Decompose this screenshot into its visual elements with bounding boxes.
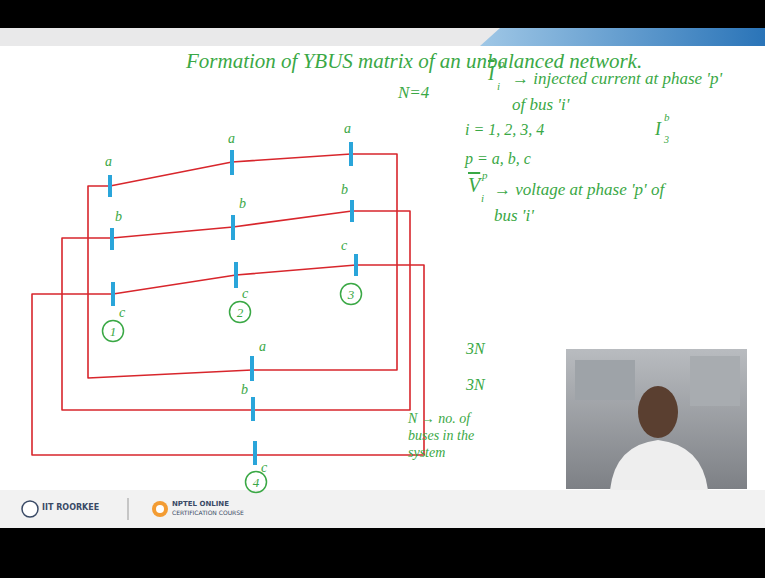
- phase-label: a: [104, 154, 113, 169]
- subscript: i: [497, 80, 500, 92]
- phase-label: c: [241, 286, 249, 301]
- circle-outline: [230, 302, 251, 323]
- bus-bar: [354, 254, 358, 276]
- bus-bar: [111, 282, 115, 306]
- lab-equipment: [690, 356, 740, 406]
- definition-note: → voltage at phase 'p' of bus 'i': [494, 177, 684, 229]
- phase-label: b: [238, 196, 247, 211]
- institute-name: IIT ROORKEE: [42, 504, 99, 513]
- circle-outline: [246, 472, 267, 493]
- bus-number: 3: [348, 288, 355, 301]
- bus-number: 1: [110, 325, 117, 338]
- nptel-logo: [152, 501, 168, 517]
- phase-label: b: [240, 382, 249, 397]
- bus-bar: [250, 356, 254, 381]
- bus-bar: [234, 262, 238, 288]
- phase-wires: [32, 154, 424, 455]
- index-range: i = 1, 2, 3, 4: [465, 121, 544, 139]
- nptel-logo: [156, 505, 164, 513]
- subscript: 3: [664, 134, 669, 145]
- dimension-note: 3N: [466, 340, 485, 358]
- symbol: I: [488, 62, 495, 84]
- phase-c-wire: [32, 265, 424, 455]
- definition-note: N → no. of buses in the system: [408, 410, 492, 461]
- phase-range: p = a, b, c: [465, 150, 531, 168]
- bus-count: N=4: [398, 84, 429, 103]
- header-accent: [480, 28, 765, 46]
- bus-bars: [108, 142, 358, 465]
- circle-outline: [103, 321, 124, 342]
- phase-label: a: [343, 121, 352, 136]
- symbol: I: [655, 120, 661, 140]
- bottom-bar: [0, 528, 765, 578]
- iit-logo: [22, 501, 38, 517]
- bus-number-circle: 1: [101, 319, 125, 343]
- definition-note: → injected current at phase 'p' of bus '…: [512, 66, 724, 118]
- bus-bar: [110, 228, 114, 250]
- circle-outline: [341, 284, 362, 305]
- course-name: NPTEL ONLINE: [172, 501, 229, 509]
- superscript: p: [482, 169, 488, 181]
- webcam-frame: [565, 348, 748, 490]
- bus-bar: [253, 441, 257, 465]
- superscript: b: [664, 111, 670, 123]
- presenter-head: [638, 386, 678, 438]
- presenter-body: [610, 440, 708, 490]
- top-bar: [0, 0, 765, 28]
- lab-equipment: [575, 360, 635, 400]
- webcam-inset: [565, 348, 748, 490]
- bus-number-circle: 4: [244, 470, 268, 494]
- phase-label: b: [114, 209, 123, 224]
- subscript: i: [481, 192, 484, 204]
- phase-label: a: [258, 339, 267, 354]
- bus-bar: [251, 397, 255, 421]
- bus-number: 4: [253, 476, 260, 489]
- superscript: p: [499, 57, 505, 69]
- bus-bar: [230, 150, 234, 175]
- phase-label: b: [340, 182, 349, 197]
- dimension-note: 3N: [466, 376, 485, 394]
- symbol: V: [468, 174, 480, 196]
- footer-strip: [0, 490, 765, 528]
- phase-b-wire: [62, 211, 410, 410]
- phase-label: c: [340, 238, 348, 253]
- bus-bar: [108, 175, 112, 197]
- bus-bar: [350, 200, 354, 222]
- bus-number: 2: [237, 306, 244, 319]
- bus-bar: [231, 215, 235, 240]
- bus-bar: [349, 142, 353, 166]
- course-name: CERTIFICATION COURSE: [172, 510, 244, 517]
- bus-number-circle: 3: [339, 282, 363, 306]
- footer-divider: [128, 498, 129, 520]
- bus-number-circle: 2: [228, 300, 252, 324]
- phase-label: a: [227, 131, 236, 146]
- phase-label: c: [118, 305, 126, 320]
- header-strip: [0, 28, 765, 46]
